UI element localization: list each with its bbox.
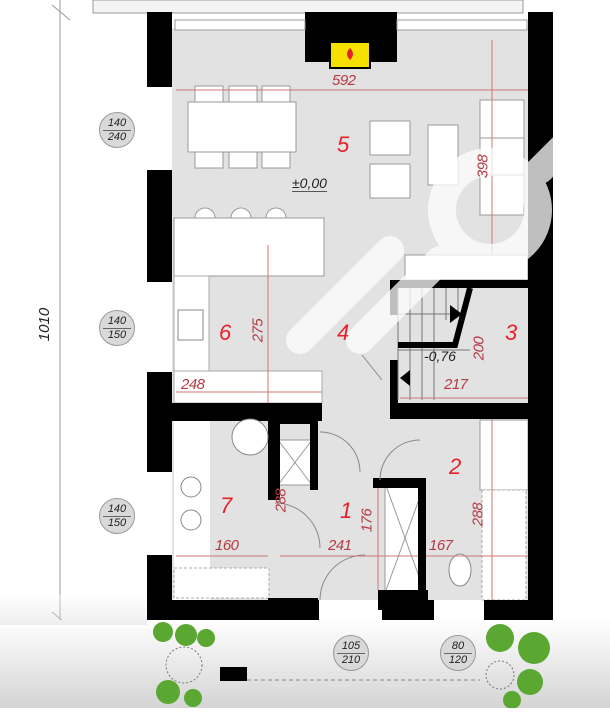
room-number-4: 4	[337, 320, 350, 345]
dimension-room1-width: 241	[328, 537, 352, 554]
room-number-2: 2	[449, 454, 462, 479]
dimension-room2-width: 167	[429, 537, 453, 554]
dimension-room3-width: 217	[444, 376, 468, 393]
room-number-5: 5	[337, 132, 350, 157]
plant-icon	[482, 620, 557, 709]
dimension-room7-width: 160	[215, 537, 239, 554]
dimension-room6-width: 248	[181, 376, 205, 393]
level-marker-main: ±0,00	[292, 175, 327, 192]
dimension-room3-depth: 200	[470, 336, 488, 361]
plant-icon	[148, 620, 220, 708]
dimension-room5-width: 592	[332, 72, 356, 89]
room-number-6: 6	[219, 320, 232, 345]
room-number-1: 1	[340, 498, 353, 523]
dimension-room7-depth: 288	[272, 488, 290, 513]
dimension-room5-depth: 398	[474, 154, 492, 179]
overall-dimension: 1010	[36, 307, 54, 342]
dimension-room1-depth: 176	[358, 508, 376, 533]
watermark-logo	[270, 40, 610, 380]
room-number-7: 7	[220, 493, 233, 518]
dimension-room6-depth: 275	[249, 318, 267, 343]
room-number-3: 3	[505, 320, 518, 345]
level-marker-stairs: -0,76	[424, 348, 456, 364]
dimension-room2-depth: 288	[469, 502, 487, 527]
